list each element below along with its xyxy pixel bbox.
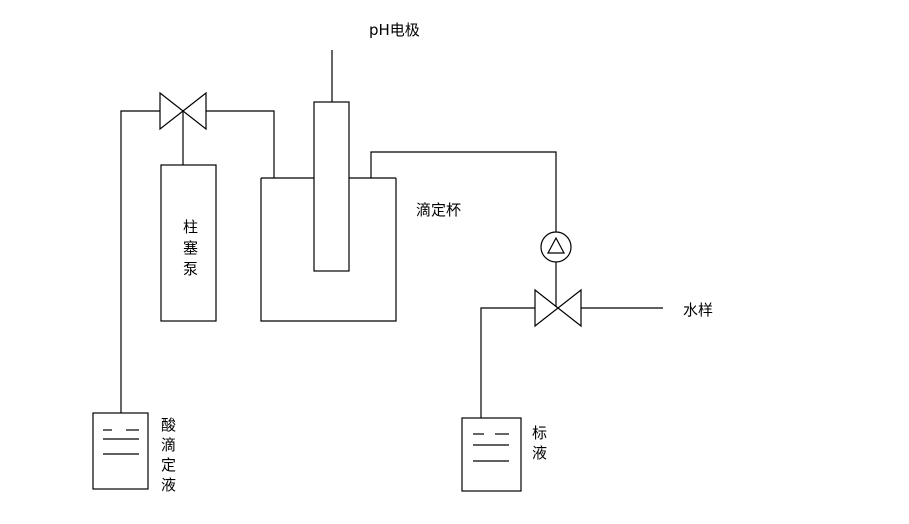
label-plunger-pump-2: 塞 (183, 239, 198, 257)
label-plunger-pump-3: 泵 (183, 260, 198, 278)
label-acid-titrant-2: 滴 (161, 436, 176, 454)
acid-titrant-bottle (92, 412, 149, 490)
label-plunger-pump-1: 柱 (183, 218, 198, 236)
valve-icon (534, 288, 582, 328)
label-acid-titrant-1: 酸 (161, 416, 176, 434)
return-line (370, 151, 557, 232)
ph-electrode (313, 101, 350, 272)
label-water-sample: 水样 (683, 301, 713, 319)
label-acid-titrant-4: 液 (161, 476, 176, 494)
label-ph-electrode: pH电极 (369, 21, 420, 39)
label-standard-solution-1: 标 (532, 424, 547, 442)
label-standard-solution-2: 液 (532, 444, 547, 462)
pump-icon (540, 231, 572, 263)
standard-line (480, 307, 535, 418)
acid-line (120, 110, 160, 413)
label-acid-titrant-3: 定 (161, 456, 176, 474)
plunger-pump (160, 164, 217, 322)
standard-solution-bottle (461, 417, 522, 492)
cup-feed-line (206, 110, 275, 178)
titration-cup (260, 178, 397, 322)
label-titration-cup: 滴定杯 (416, 201, 461, 219)
